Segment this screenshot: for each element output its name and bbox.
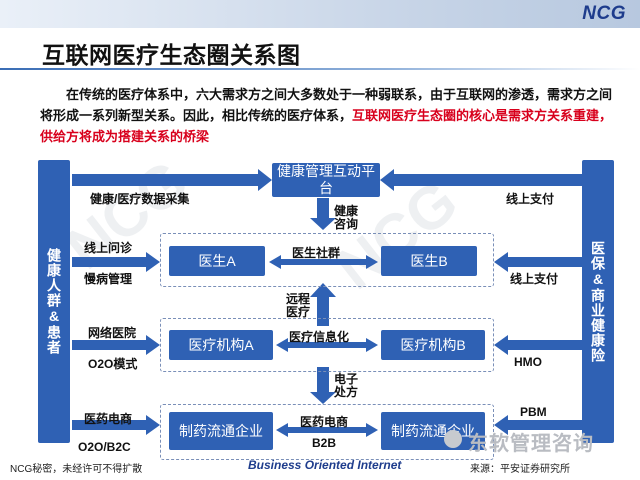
label-e-prescription: 电子处方 [333,372,358,399]
arrow-right-to-inst [494,335,582,355]
arrow-left-to-platform [72,169,272,191]
label-b2b: B2B [312,436,337,450]
arrow-right-to-pharma [494,415,582,435]
box-institution-a: 医疗机构A [169,330,273,360]
label-hmo: HMO [514,355,542,369]
wechat-icon [444,430,462,448]
label-chronic-care: 慢病管理 [84,272,133,286]
right-bar-insurance: 医保&商业健康险 [582,160,614,443]
box-pharma-b: 制药流通企业 [381,412,485,450]
arrow-platform-to-doctors [310,198,336,230]
arrow-doctor-a-b [269,255,378,269]
container-doctors [160,233,494,287]
header-bar: NCG [0,0,640,28]
label-pbm: PBM [520,405,547,419]
label-pharma-ecom-mid: 医药电商 [300,415,349,429]
box-doctor-a: 医生A [169,246,265,276]
arrow-inst-to-pharma [310,367,336,404]
label-health-data: 健康/医疗数据采集 [90,192,190,206]
label-health-consult: 健康咨询 [333,204,358,231]
footer-source: 来源：平安证券研究所 [470,464,570,475]
intro-paragraph: 在传统的医疗体系中，六大需求方之间大多数处于一种弱联系，由于互联网的渗透，需求方… [40,84,615,147]
box-pharma-a: 制药流通企业 [169,412,273,450]
left-bar-healthy-people-patients: 健康人群&患者 [38,160,70,443]
box-doctor-b: 医生B [381,246,477,276]
label-doctor-community: 医生社群 [292,246,341,260]
footer-confidential: NCG秘密，未经许可不得扩散 [10,464,143,475]
label-online-consult: 线上问诊 [84,241,133,255]
page-title: 互联网医疗生态圈关系图 [42,42,301,68]
arrow-left-to-doctors [72,252,160,272]
arrow-left-to-pharma [72,415,160,435]
arrow-inst-a-b [276,338,378,352]
box-institution-b: 医疗机构B [381,330,485,360]
wechat-watermark: 东软管理咨询 [468,433,594,455]
label-med-info: 医疗信息化 [289,330,350,344]
ncg-logo: NCG [582,3,626,24]
label-online-pay-2: 线上支付 [510,272,559,286]
arrow-inst-to-doctors [310,283,336,326]
arrow-right-to-platform [380,169,582,191]
label-o2o-b2c: O2O/B2C [78,440,131,454]
container-pharma [160,404,494,460]
container-institutions [160,318,494,372]
footer-tagline: Business Oriented Internet [248,458,402,472]
box-health-platform: 健康管理互动平台 [272,163,380,197]
intro-highlight: 互联网医疗生态圈的核心是需求方关系重建，供给方将成为搭建关系的桥梁 [40,108,613,144]
label-online-pay-1: 线上支付 [506,192,555,206]
arrow-left-to-inst [72,335,160,355]
arrow-pharma-a-b [276,423,378,437]
label-pharma-ecom-left: 医药电商 [84,412,133,426]
title-divider [0,68,640,70]
arrow-right-to-doctors [494,252,582,272]
label-remote-medical: 远程医疗 [285,292,310,319]
label-network-hospital: 网络医院 [88,326,137,340]
intro-text: 在传统的医疗体系中，六大需求方之间大多数处于一种弱联系，由于互联网的渗透，需求方… [40,87,613,123]
label-o2o: O2O模式 [88,357,138,371]
